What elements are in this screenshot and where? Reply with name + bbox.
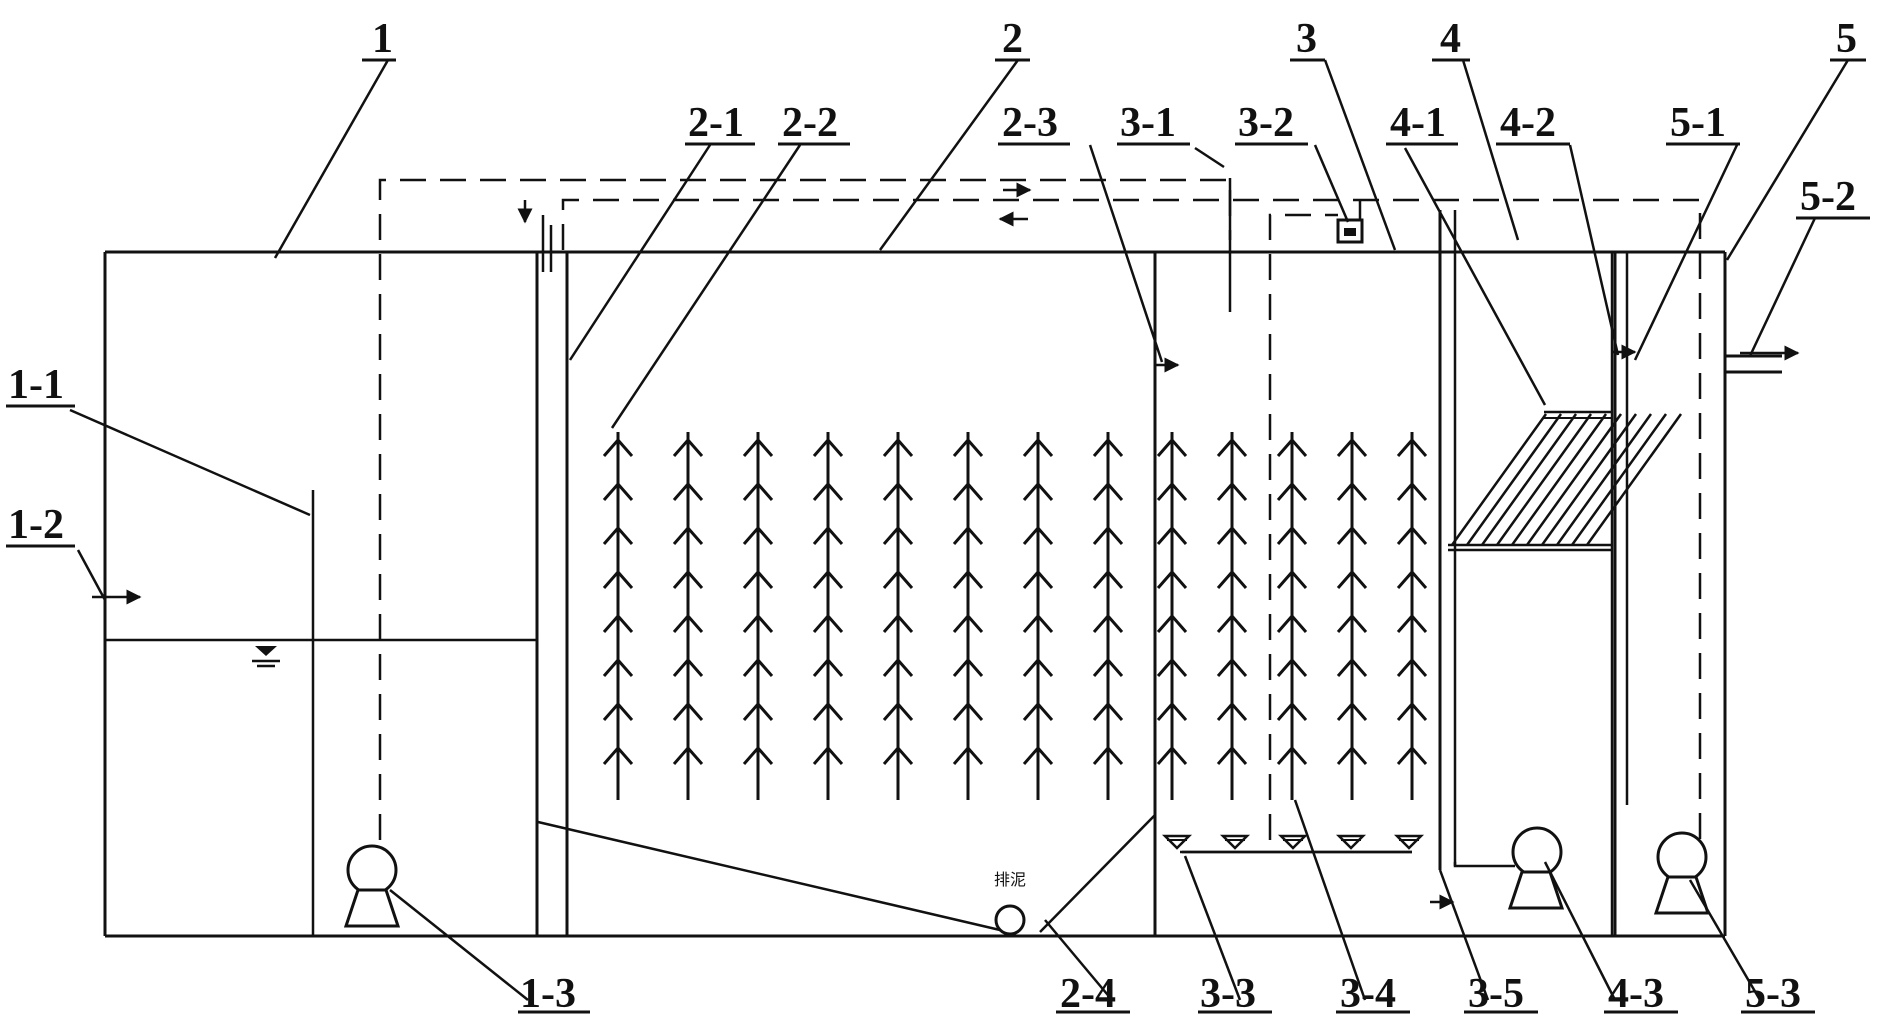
bio-filler-string: [1216, 432, 1248, 800]
diffuser-icon: [1393, 834, 1425, 850]
bio-filler-string: [952, 432, 984, 800]
bio-filler-string: [1276, 432, 1308, 800]
label-3-1: 3-1: [1120, 100, 1176, 146]
tank2-bottom: [537, 814, 1156, 933]
blower-icon: [1336, 218, 1364, 244]
leader-lines: [69, 59, 1850, 1001]
diffuser-icon: [1219, 834, 1251, 850]
label-3-2: 3-2: [1238, 100, 1294, 146]
label-1-2: 1-2: [8, 502, 64, 548]
label-2-1: 2-1: [688, 100, 744, 146]
water-level-icon: [252, 646, 280, 668]
label-2-4: 2-4: [1060, 971, 1116, 1017]
compartment-walls: [535, 210, 1629, 936]
bio-filler-string: [742, 432, 774, 800]
bio-filler-string: [882, 432, 914, 800]
diffuser-icon: [1335, 834, 1367, 850]
label-4: 4: [1440, 16, 1461, 62]
flow-arrows: [92, 182, 1637, 910]
label-3-3: 3-3: [1200, 971, 1256, 1017]
label-5-3: 5-3: [1745, 971, 1801, 1017]
tank1-internals: [105, 490, 537, 936]
pump-icon: [343, 844, 401, 928]
bio-filler-string: [1156, 432, 1188, 800]
label-1-1: 1-1: [8, 362, 64, 408]
diffuser-icon: [1161, 834, 1193, 850]
tank-outline: [103, 250, 1727, 938]
bio-filler-string: [1336, 432, 1368, 800]
pump-icon: [1653, 831, 1711, 915]
label-5-1: 5-1: [1670, 100, 1726, 146]
label-3: 3: [1296, 16, 1317, 62]
sludge-outlet-label: 排泥: [994, 870, 1026, 889]
bio-filler-string: [602, 432, 634, 800]
bio-filler-string: [812, 432, 844, 800]
label-4-2: 4-2: [1500, 100, 1556, 146]
outlet-pipe: [1725, 345, 1800, 374]
bio-filler-string: [672, 432, 704, 800]
bio-filler-string: [1092, 432, 1124, 800]
sludge-outlet: 排泥: [994, 870, 1026, 936]
bio-filler-group: [602, 432, 1428, 800]
pump-icon: [1507, 826, 1565, 910]
label-5-2: 5-2: [1800, 174, 1856, 220]
label-1-3: 1-3: [520, 971, 576, 1017]
label-3-5: 3-5: [1468, 971, 1524, 1017]
diffuser-icon: [1277, 834, 1309, 850]
label-1: 1: [372, 16, 393, 62]
label-2-2: 2-2: [782, 100, 838, 146]
bio-filler-string: [1022, 432, 1054, 800]
label-4-1: 4-1: [1390, 100, 1446, 146]
label-2-3: 2-3: [1002, 100, 1058, 146]
component-labels: 1 1-1 1-2 1-3 2 2-1 2-2 2-3 2-4 3 3-1 3-…: [6, 16, 1870, 1017]
label-4-3: 4-3: [1608, 971, 1664, 1017]
dashed-pipelines: [378, 178, 1702, 840]
aeration-diffusers: [1161, 834, 1425, 854]
lamella-settler: [1448, 410, 1683, 552]
label-5: 5: [1836, 16, 1857, 62]
label-3-4: 3-4: [1340, 971, 1396, 1017]
bio-filler-string: [1396, 432, 1428, 800]
label-2: 2: [1002, 16, 1023, 62]
